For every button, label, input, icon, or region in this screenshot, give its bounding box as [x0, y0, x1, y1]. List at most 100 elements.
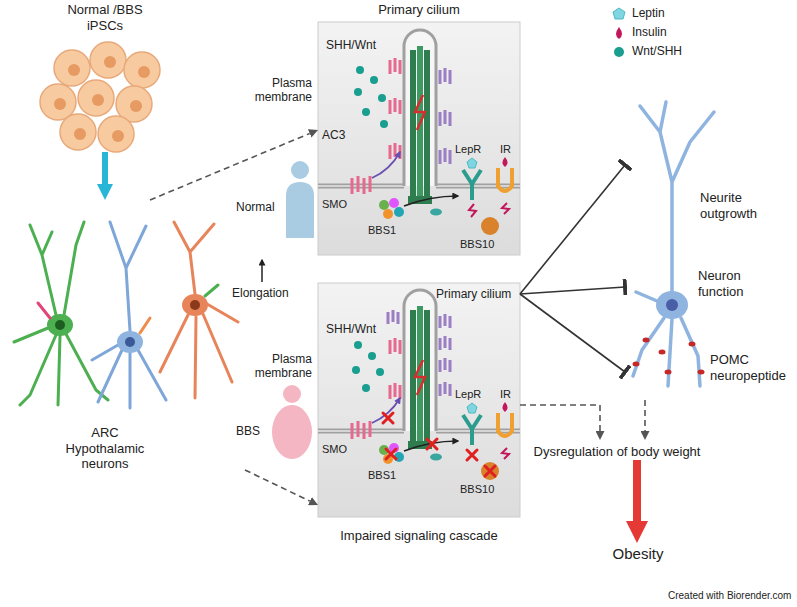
cilium-panel-art: [503, 402, 508, 412]
part-label: Elongation: [232, 286, 289, 300]
legend-text: Insulin: [632, 25, 667, 39]
cilium-panel-art: [390, 58, 400, 74]
elongation-arrow: [262, 260, 263, 282]
ipsc-cells: [138, 66, 150, 78]
node-text: ARC Hypothalamic neurons: [60, 425, 150, 472]
cilium-panel-art: [352, 338, 400, 439]
part-label: AC3: [322, 128, 345, 142]
cilium-panel-art: [467, 158, 477, 168]
node-text: Obesity: [613, 545, 664, 563]
node-text: Neurite outgrowth: [700, 190, 785, 221]
part-label: BBS: [236, 424, 260, 438]
cilium-panel: Primary cilium: [318, 22, 520, 255]
part-label: IR: [500, 388, 511, 401]
cilium-panel-art: [485, 466, 495, 476]
cilium-panel-art: [390, 143, 400, 159]
cilium-panel-art: [440, 68, 450, 84]
cilium-panel-art: [362, 384, 370, 392]
legend-icon: [612, 7, 626, 21]
cilium-panel-art: [389, 198, 399, 208]
inhibition-line: [520, 165, 625, 294]
cilium-panel-art: [378, 94, 386, 102]
legend-row: Insulin: [612, 23, 682, 42]
inhibition-line: [520, 294, 625, 372]
part-label: Normal: [236, 200, 275, 214]
legend-icon: [612, 26, 626, 40]
cilium-panel-art: [502, 448, 509, 459]
ipsc-cells: [98, 116, 134, 152]
pomc-neuron: [656, 291, 688, 319]
cilium-panel-art: [440, 358, 450, 372]
ipsc-cells: [112, 130, 124, 142]
person-figure: [283, 385, 301, 403]
heading-text: Normal /BBS iPSCs: [62, 2, 148, 33]
heading-text: Primary cilium: [318, 2, 520, 18]
hypothalamic-neurons: [14, 222, 238, 408]
person-figure: [272, 405, 312, 459]
person-figure: [272, 161, 314, 459]
part-label: BBS1: [368, 469, 396, 482]
node-text: Neuron function: [698, 268, 783, 299]
cilium-panel-art: [352, 421, 370, 439]
hypothalamic-neurons: [205, 285, 218, 296]
part-label: BBS10: [460, 483, 494, 496]
part-label: Plasma membrane: [238, 76, 312, 105]
cilium-panel-art: [427, 439, 437, 449]
pomc-neuron: [633, 362, 640, 367]
ipsc-cells: [90, 42, 126, 78]
part-label: BBS10: [460, 238, 494, 251]
cilium-panel-art: [354, 341, 362, 349]
cilium-panel-art: [386, 449, 396, 459]
part-label: BBS1: [368, 224, 396, 237]
cilium-panel-art: [463, 170, 481, 200]
cilium-panel-art: [388, 310, 450, 396]
connectors: [105, 133, 645, 521]
person-figure: [286, 182, 314, 238]
cilium-panel-art: [388, 310, 398, 324]
ipsc-cells: [40, 42, 160, 152]
hypothalamic-neurons: [38, 303, 50, 318]
cilium-panel-art: [481, 217, 499, 235]
part-label: IR: [500, 143, 511, 156]
node-text: Dysregulation of body weight: [534, 444, 701, 460]
part-label: SMO: [322, 198, 347, 211]
ipsc-cells: [40, 84, 76, 120]
cilium-panel-art: [368, 352, 376, 360]
cilium-panel-art: [318, 22, 520, 255]
hypothalamic-neurons: [117, 331, 143, 353]
outcome-arrow: [633, 460, 641, 521]
cilium-panel-art: [424, 50, 430, 196]
cilium-panel-art: [463, 415, 481, 445]
cilium-panel-art: [430, 209, 442, 216]
ipsc-cells: [104, 56, 116, 68]
cilium-panel-art: [376, 368, 384, 376]
ipsc-cells: [124, 52, 160, 88]
part-label: SMO: [322, 443, 347, 456]
cilium-panel-art: [318, 283, 520, 517]
hypothalamic-neurons: [125, 337, 135, 347]
cilium-panel-art: [390, 383, 400, 399]
cilium-panel-art: [481, 462, 499, 480]
credit-note: Created with Biorender.com: [668, 590, 791, 602]
cilium-panel-art: [415, 95, 425, 130]
hypothalamic-neurons: [190, 300, 200, 310]
cilium-panel-art: [370, 76, 378, 84]
legend-text: Wnt/SHH: [632, 44, 682, 58]
cilium-panel-art: [362, 108, 370, 116]
pomc-neuron: Neurite outgrowthNeuron functionPOMC neu…: [625, 95, 790, 400]
node-text: Impaired signaling cascade: [288, 528, 550, 544]
cilium-panel-art: [498, 168, 512, 191]
hypothalamic-neurons: [14, 222, 108, 405]
cilium-panel-art: [440, 382, 450, 396]
cilium-panel-art: [440, 110, 450, 126]
legend-row: Wnt/SHH: [612, 42, 682, 61]
cilium-panel-art: [352, 341, 384, 392]
person-figure: [291, 161, 309, 179]
ipsc-cells: [78, 80, 114, 116]
node-text: POMC neuropeptide: [710, 352, 788, 383]
ipsc-cells: [54, 50, 90, 86]
ipsc-cluster: Normal /BBS iPSCs: [40, 0, 170, 152]
pomc-neuron: [633, 102, 714, 386]
